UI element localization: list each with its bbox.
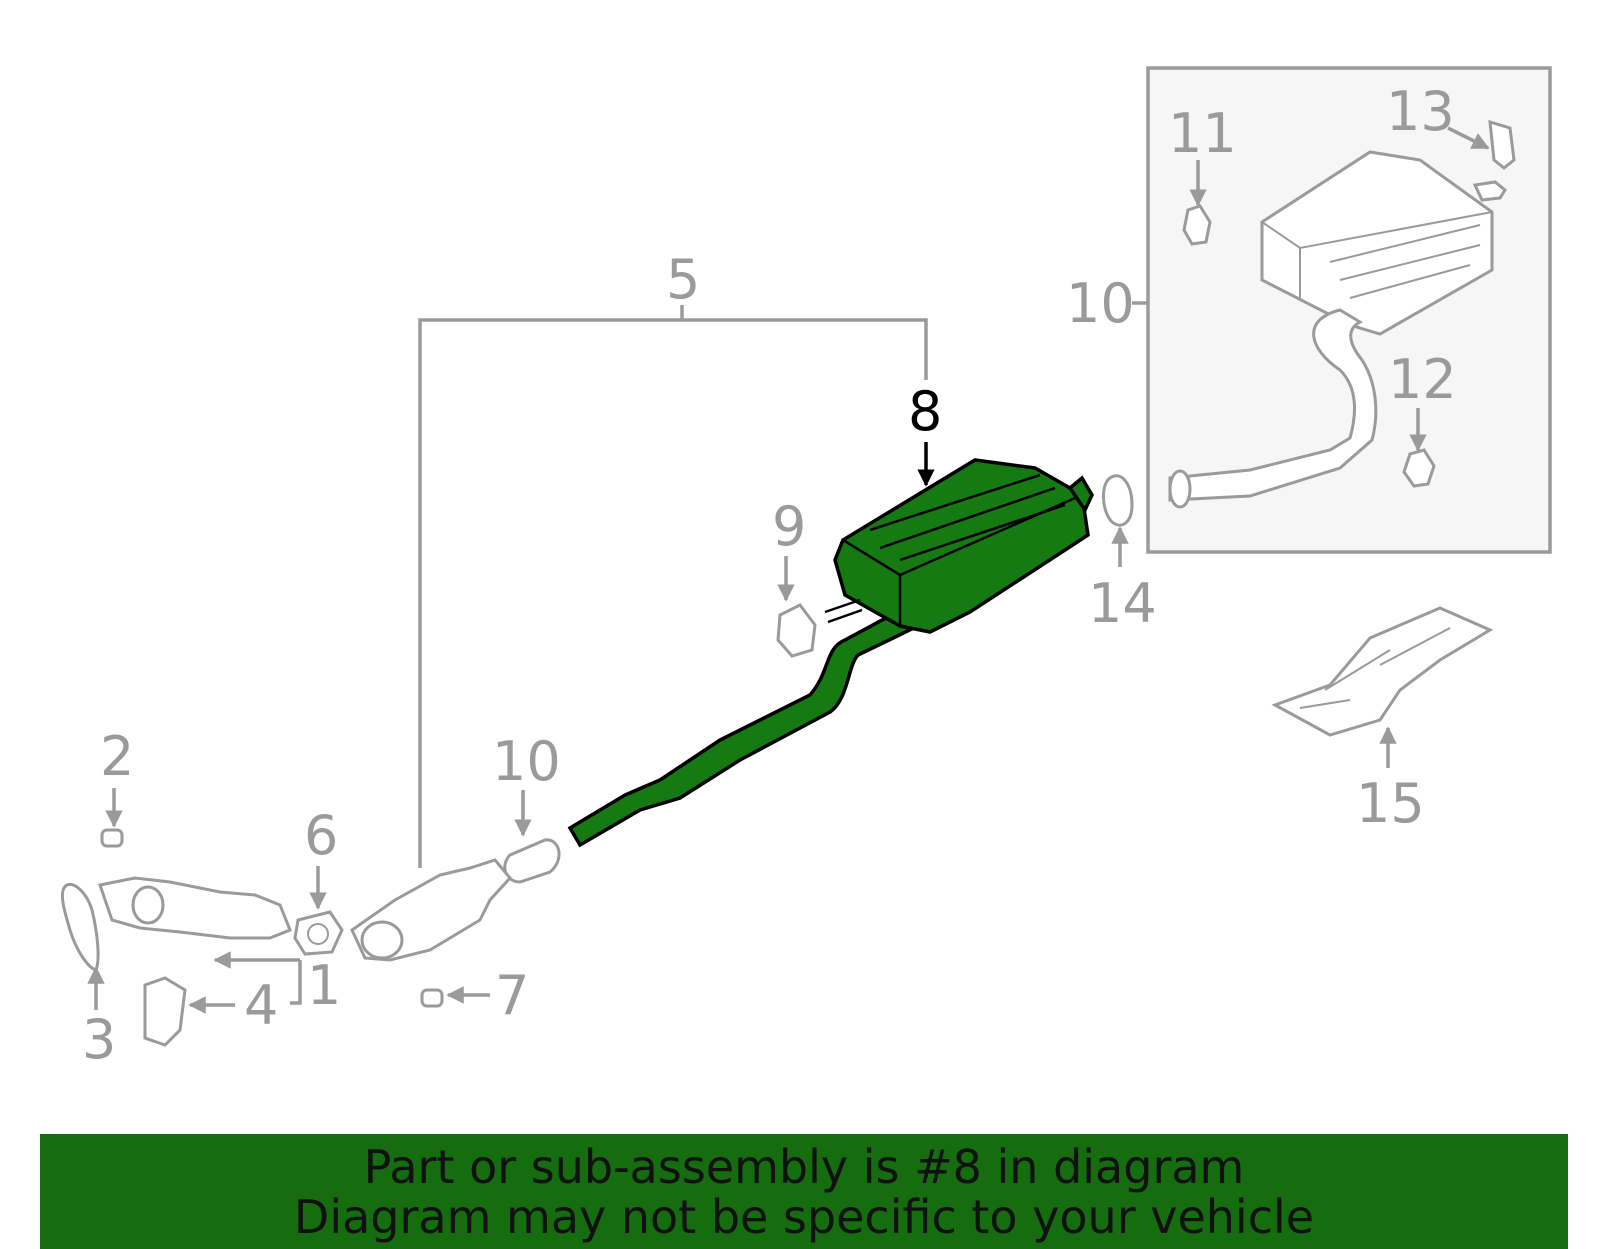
bracket-line-5 bbox=[418, 318, 928, 868]
clamp-10 bbox=[503, 838, 561, 884]
callout-4: 4 bbox=[244, 974, 278, 1037]
callout-13: 13 bbox=[1386, 80, 1455, 143]
nut-2 bbox=[100, 828, 124, 848]
callout-1: 1 bbox=[307, 954, 341, 1017]
callout-10-clamp: 10 bbox=[492, 730, 561, 793]
heat-shield-bracket-15 bbox=[1271, 606, 1494, 737]
gasket-3 bbox=[60, 882, 100, 972]
callout-7: 7 bbox=[495, 964, 529, 1027]
hanger-9 bbox=[776, 603, 817, 658]
leader-arrows bbox=[87, 126, 1490, 1014]
callout-15: 15 bbox=[1356, 772, 1425, 835]
nut-7 bbox=[420, 988, 444, 1008]
callout-3: 3 bbox=[82, 1008, 116, 1071]
banner-line-2: Diagram may not be specific to your vehi… bbox=[293, 1189, 1315, 1244]
callout-9: 9 bbox=[772, 495, 806, 558]
callout-5: 5 bbox=[666, 248, 700, 311]
bracket-4 bbox=[143, 976, 187, 1047]
callout-8: 8 bbox=[908, 380, 942, 443]
front-pipe-1 bbox=[98, 876, 292, 940]
callout-6: 6 bbox=[304, 804, 338, 867]
callout-14: 14 bbox=[1088, 572, 1157, 635]
callout-11: 11 bbox=[1168, 102, 1237, 165]
gasket-14 bbox=[1102, 474, 1134, 527]
center-muffler-part-8 bbox=[567, 458, 1094, 848]
callout-10-muffler: 10 bbox=[1066, 272, 1135, 335]
banner-line-1: Part or sub-assembly is #8 in diagram bbox=[363, 1139, 1245, 1194]
exhaust-parts-diagram: 1 2 3 4 5 6 7 8 9 10 10 11 12 13 14 15 bbox=[60, 66, 1552, 1071]
info-banner: Part or sub-assembly is #8 in diagram Di… bbox=[40, 1134, 1568, 1249]
callout-2: 2 bbox=[100, 725, 134, 788]
gasket-6 bbox=[293, 910, 344, 956]
callout-12: 12 bbox=[1388, 348, 1457, 411]
